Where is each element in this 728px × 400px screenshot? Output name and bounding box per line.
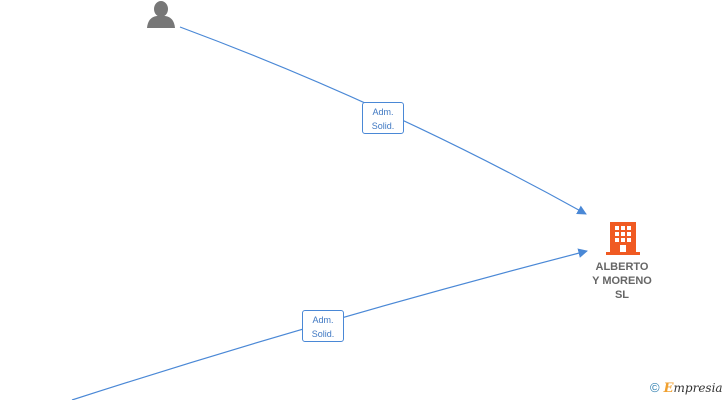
company-name-line1: ALBERTO [595,261,649,273]
edge-label-line1: Adm. [312,315,334,325]
empresia-watermark: ©Empresia [650,380,723,396]
brand-name: mpresia [673,381,723,395]
person-icon[interactable] [145,0,177,28]
edge-label-bottom[interactable]: Adm. Solid. [302,310,344,342]
company-name-line3: SL [614,289,630,301]
edge-label-top[interactable]: Adm. Solid. [362,102,404,134]
edge-label-line1: Adm. [372,107,394,117]
building-icon[interactable] [606,220,640,256]
company-name[interactable]: ALBERTO Y MORENO SL [572,260,672,302]
company-name-line2: Y MORENO [592,275,652,287]
edge-label-line2: Solid. [371,121,395,131]
brand-letter: E [663,381,674,396]
copyright-symbol: © [650,380,660,395]
edge-label-line2: Solid. [311,329,335,339]
